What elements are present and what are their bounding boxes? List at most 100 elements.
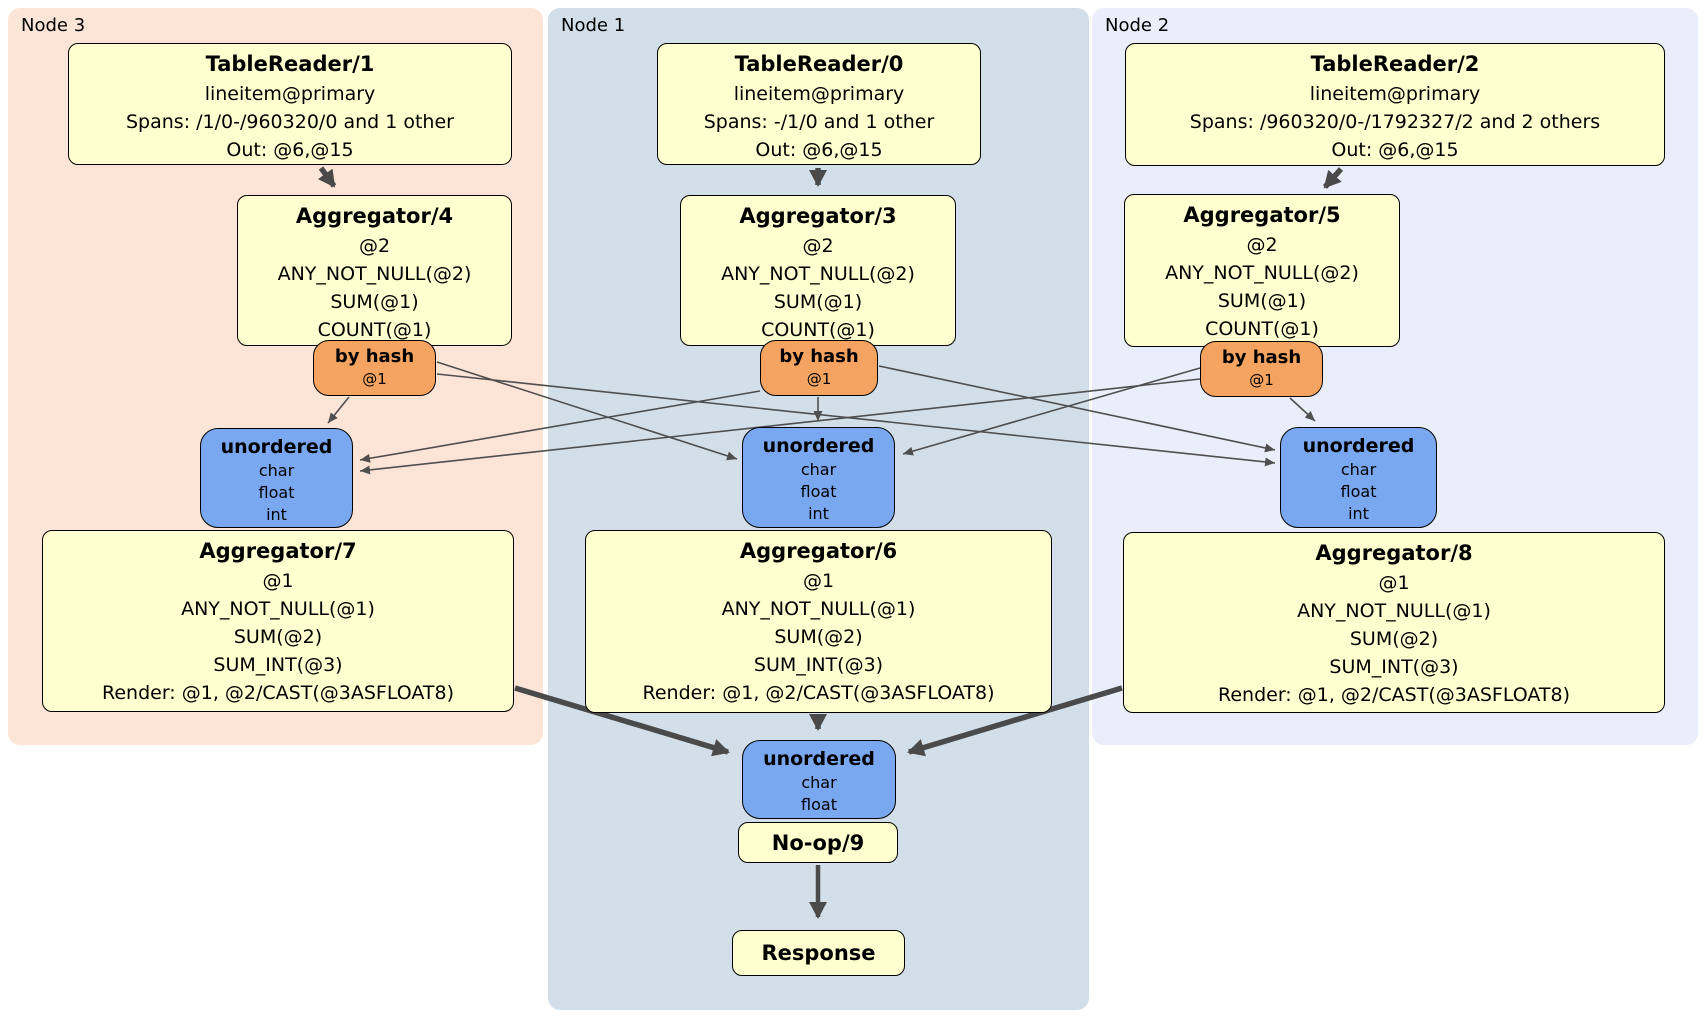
sync-column: char [801,773,837,792]
processor-detail: SUM(@2) [1349,628,1439,650]
router-columns: @1 [362,370,387,388]
processor-detail: ANY_NOT_NULL(@1) [721,598,916,620]
router-title: by hash [334,346,415,367]
sync-unordered-final: unordered char float [742,740,896,819]
processor-title: TableReader/1 [205,52,375,76]
processor-detail: SUM(@2) [233,626,323,648]
edge-hash3-un2 [436,373,1276,467]
processor-detail: SUM(@1) [1217,290,1307,312]
sync-unordered-node1: unordered char float int [742,427,895,528]
sync-title: unordered [762,435,875,457]
processor-title: Aggregator/3 [739,204,897,228]
processor-detail: SUM_INT(@3) [753,654,884,676]
router-columns: @1 [806,370,832,388]
processor-tablereader-0: TableReader/0 lineitem@primary Spans: -/… [657,43,981,165]
processor-detail: ANY_NOT_NULL(@2) [277,263,472,285]
processor-detail: SUM(@1) [773,291,863,313]
processor-title: No-op/9 [771,830,865,855]
processor-detail: SUM(@1) [330,291,419,313]
edge-agg7-unordered-final [514,685,730,757]
processor-detail: SUM_INT(@3) [1329,656,1459,678]
node-label: Node 2 [1105,15,1170,36]
processor-detail: Spans: /1/0-/960320/0 and 1 other [126,111,454,133]
processor-aggregator-3: Aggregator/3 @2 ANY_NOT_NULL(@2) SUM(@1)… [680,195,956,346]
processor-tablereader-1: TableReader/1 lineitem@primary Spans: /1… [68,43,512,165]
sync-column: char [258,461,295,480]
processor-tablereader-2: TableReader/2 lineitem@primary Spans: /9… [1125,43,1665,166]
sync-column: int [808,504,829,523]
sync-title: unordered [220,436,333,458]
sync-column: int [266,505,287,524]
processor-detail: Render: @1, @2/CAST(@3ASFLOAT8) [642,682,995,704]
processor-title: Aggregator/8 [1315,541,1473,565]
processor-title: Aggregator/5 [1183,203,1341,227]
processor-aggregator-4: Aggregator/4 @2 ANY_NOT_NULL(@2) SUM(@1)… [237,195,512,346]
processor-aggregator-8: Aggregator/8 @1 ANY_NOT_NULL(@1) SUM(@2)… [1123,532,1665,713]
processor-detail: @1 [1378,572,1410,594]
processor-detail: ANY_NOT_NULL(@1) [1297,600,1491,622]
processor-detail: Out: @6,@15 [1331,139,1459,161]
edge-hash2-un2 [1289,397,1316,422]
sync-title: unordered [763,748,875,770]
processor-detail: Out: @6,@15 [226,139,354,161]
processor-detail: SUM_INT(@3) [213,654,343,676]
sync-title: unordered [1302,435,1415,457]
processor-title: Aggregator/6 [739,539,898,563]
processor-detail: Spans: -/1/0 and 1 other [703,111,935,133]
processor-aggregator-6: Aggregator/6 @1 ANY_NOT_NULL(@1) SUM(@2)… [585,530,1052,713]
sync-column: char [800,460,837,479]
sync-column: int [1348,504,1369,523]
processor-detail: SUM(@2) [774,626,863,648]
processor-detail: COUNT(@1) [1205,318,1319,340]
sync-column: float [258,483,295,502]
processor-aggregator-5: Aggregator/5 @2 ANY_NOT_NULL(@2) SUM(@1)… [1124,194,1400,347]
processor-detail: Out: @6,@15 [755,139,883,161]
edge-tr1-agg4 [317,166,337,188]
edge-agg8-unordered-final [907,685,1123,757]
processor-detail: @1 [262,570,294,592]
processor-aggregator-7: Aggregator/7 @1 ANY_NOT_NULL(@1) SUM(@2)… [42,530,514,712]
edge-hash2-un3 [359,378,1201,475]
sync-column: float [1340,482,1377,501]
node-label: Node 3 [21,15,86,36]
processor-detail: COUNT(@1) [317,319,432,341]
sync-column: float [801,795,837,814]
sync-unordered-node3: unordered char float int [200,428,353,528]
processor-detail: lineitem@primary [733,83,905,105]
router-title: by hash [779,346,859,367]
edge-hash2-un1 [902,367,1201,456]
processor-title: Aggregator/4 [295,204,454,228]
processor-detail: @1 [802,570,835,592]
edge-hash1-un2 [878,365,1276,453]
processor-detail: COUNT(@1) [761,319,875,341]
processor-title: Response [761,941,876,965]
router-by-hash-node1: by hash @1 [760,340,878,396]
processor-detail: @2 [358,235,391,257]
processor-title: TableReader/2 [1310,52,1480,76]
router-by-hash-node2: by hash @1 [1200,341,1323,397]
sync-unordered-node2: unordered char float int [1280,427,1437,528]
processor-detail: Render: @1, @2/CAST(@3ASFLOAT8) [102,682,454,704]
router-title: by hash [1221,347,1302,368]
processor-detail: lineitem@primary [1309,83,1481,105]
processor-detail: ANY_NOT_NULL(@2) [721,263,915,285]
box-response: Response [732,930,905,976]
edge-hash3-un3 [327,396,350,424]
edge-hash1-un3 [359,390,761,463]
processor-title: TableReader/0 [734,52,904,76]
edge-hash3-un1 [436,361,738,461]
sync-column: char [1340,460,1377,479]
processor-detail: ANY_NOT_NULL(@2) [1165,262,1359,284]
router-columns: @1 [1249,371,1274,389]
processor-title: Aggregator/7 [199,539,357,563]
processor-detail: lineitem@primary [204,83,376,105]
sync-column: float [800,482,837,501]
processor-detail: Render: @1, @2/CAST(@3ASFLOAT8) [1218,684,1570,706]
processor-detail: ANY_NOT_NULL(@1) [181,598,375,620]
edge-tr2-agg5 [1322,167,1344,189]
processor-detail: @2 [1246,234,1278,256]
processor-detail: Spans: /960320/0-/1792327/2 and 2 others [1189,111,1601,133]
processor-detail: @2 [802,235,834,257]
